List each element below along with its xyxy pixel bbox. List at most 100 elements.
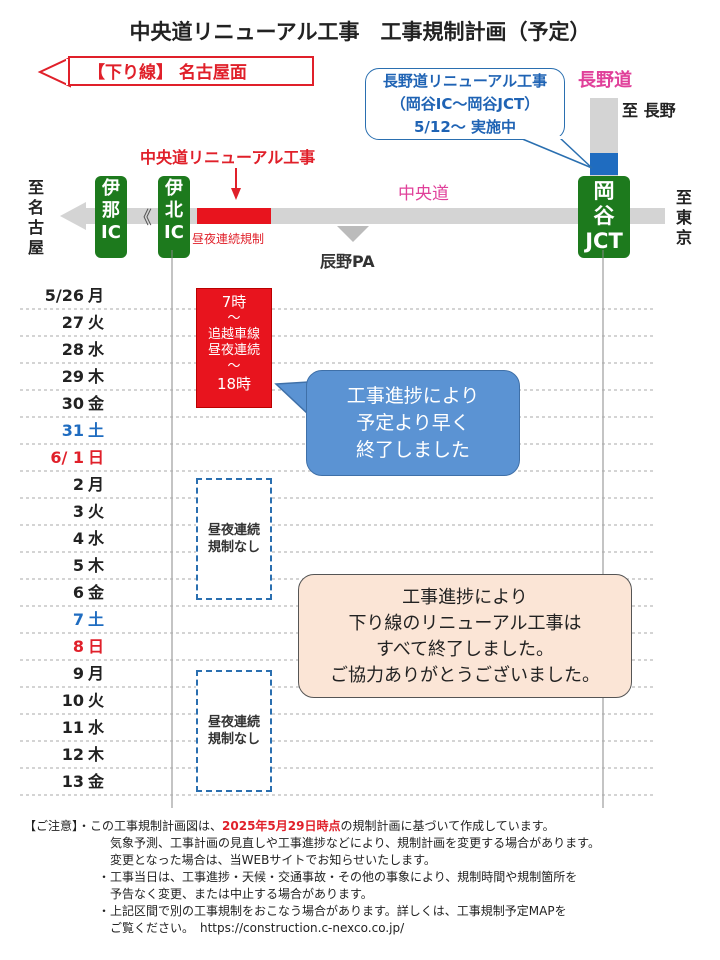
no-regulation-block: 昼夜連続 規制なし [196,478,272,600]
work-section-bar [197,208,271,224]
ic-char: IC [164,222,184,243]
date-value: 4 [72,529,84,548]
note-text: の規制計画に基づいて作成しています。 [340,819,555,833]
callout-line: ご協力ありがとうございました。 [330,665,600,686]
to-nagoya-label: 至名古屋 [28,178,45,257]
callout-line: 長野道リニューアル工事 [382,72,548,90]
ic-char: 伊 [102,178,120,199]
work-bar-label: 昼夜連続規制 [192,232,265,246]
ic-char: 谷 [593,204,615,228]
date-value: 9 [72,664,84,683]
day-of-week: 火 [88,691,105,710]
date-value: 13 [61,772,84,791]
ihoku-ic-marker: 伊 北 IC [158,176,190,258]
no-regulation-line: 規制なし [207,732,260,747]
ic-char: 北 [165,200,183,221]
date-value: 11 [61,718,84,737]
date-value: 29 [61,367,84,386]
day-of-week: 水 [88,718,105,737]
regulation-start: 7時 [221,293,247,311]
date-value: 12 [61,745,84,764]
date-value: 27 [61,313,84,332]
date-value: 30 [61,394,84,413]
regulation-lane: 追越車線 [207,327,260,342]
day-of-week: 水 [88,529,105,548]
callout-line: 工事進捗により [402,587,528,608]
callout-line: （岡谷IC～岡谷JCT） [390,95,540,113]
note-text: 気象予測、工事計画の見直しや工事進捗などにより、規制計画を変更する場合があります… [110,836,600,850]
ic-char: IC [101,222,121,243]
date-value: 6 [72,583,84,602]
notes-section: 【ご注意】・この工事規制計画図は、2025年5月29日時点の規制計画に基づいて作… [24,818,714,937]
callout-line: 下り線のリニューアル工事は [348,613,582,634]
day-of-week: 月 [88,475,105,494]
callout-line: 5/12～ 実施中 [413,118,516,136]
nagano-work-section [590,153,618,175]
callout-line: 工事進捗により [346,385,480,407]
callout-line: 予定より早く [356,412,470,434]
early-finish-callout: 工事進捗により 予定より早く 終了しました [306,370,520,476]
date-value: 3 [72,502,84,521]
nagano-road-label: 長野道 [578,70,632,91]
callout-line: 終了しました [355,439,470,461]
ic-char: 伊 [165,178,183,199]
pa-marker-icon [337,226,369,242]
day-of-week: 月 [88,286,105,305]
callout-line: すべて終了しました。 [375,639,555,660]
nagano-work-callout: 長野道リニューアル工事 （岡谷IC～岡谷JCT） 5/12～ 実施中 [365,68,565,140]
date-value: 31 [61,421,84,440]
note-text: ・工事当日は、工事進捗・天候・交通事故・その他の事象により、規制時間や規制箇所を [98,870,578,884]
no-regulation-line: 昼夜連続 [207,715,260,730]
note-1: 【ご注意】・この工事規制計画図は、2025年5月29日時点の規制計画に基づいて作… [24,818,714,835]
day-of-week: 土 [88,610,105,629]
day-of-week: 金 [88,394,105,413]
day-of-week: 木 [88,745,105,764]
regulation-end: 18時 [216,375,252,393]
date-value: 2 [72,475,84,494]
date-value: 8 [72,637,84,656]
regulation-tilde: ～ [227,311,241,326]
date-value: 6/ 1 [50,448,84,467]
chuo-road-label: 中央道 [398,184,449,204]
to-nagano-label: 至 長野 [622,101,676,120]
date-value: 28 [61,340,84,359]
no-regulation-block: 昼夜連続 規制なし [196,670,272,792]
date-value: 5/26 [44,286,84,305]
note-text: ご覧ください。 https://construction.c-nexco.co.… [110,921,405,935]
day-of-week: 金 [88,583,105,602]
day-of-week: 火 [88,502,105,521]
date-value: 5 [72,556,84,575]
ic-char: 那 [102,200,120,221]
to-tokyo-label: 至東京 [676,188,693,247]
day-of-week: 火 [88,313,105,332]
regulation-tilde: ～ [227,359,241,374]
date-value: 7 [72,610,84,629]
callout-pointer [518,136,593,169]
okaya-jct-marker: 岡 谷 JCT [578,176,630,258]
ic-char: 岡 [593,179,615,203]
date-value: 10 [61,691,84,710]
day-of-week: 木 [88,556,105,575]
direction-label: 【下り線】 名古屋面 [68,56,314,86]
ic-char: JCT [585,229,623,253]
day-of-week: 月 [88,664,105,683]
day-of-week: 金 [88,772,105,791]
note-highlight-date: 2025年5月29日時点 [222,819,341,833]
completion-callout: 工事進捗により 下り線のリニューアル工事は すべて終了しました。 ご協力ありがと… [298,574,632,698]
